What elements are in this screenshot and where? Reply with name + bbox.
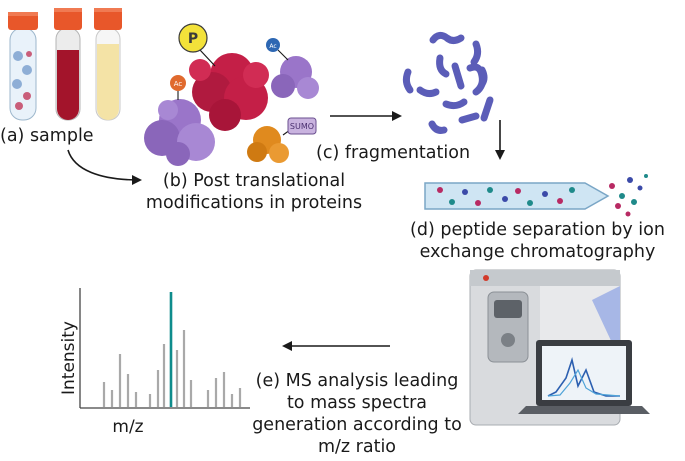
step-b-line2: modifications in proteins: [145, 193, 363, 213]
arrow-sample-to-ptm: [67, 149, 142, 185]
phospho-tag-label: P: [188, 31, 198, 47]
acetyl-tag-small-icon: [266, 38, 280, 52]
step-e-line2: to mass spectra: [286, 393, 428, 413]
step-b-label: (b) Post translational modifications in …: [140, 170, 368, 214]
step-e-label: (e) MS analysis leading to mass spectra …: [232, 370, 482, 458]
purple-protein-large-icon: [144, 99, 215, 166]
mass-spectrum-icon: [79, 288, 250, 409]
step-d-label: (d) peptide separation by ion exchange c…: [390, 219, 685, 263]
blood-sample-tube-icon: [54, 8, 82, 121]
sumo-tag-icon: [287, 117, 317, 135]
chromatography-column-icon: [424, 174, 648, 217]
spectrum-x-label: m/z: [112, 417, 143, 437]
peptide-fragments-icon: [402, 31, 494, 134]
spectrum-y-label: Intensity: [59, 321, 79, 395]
mass-spectrometer-icon: [469, 269, 650, 426]
orange-protein-icon: [247, 126, 289, 163]
modified-proteins-icon: [144, 23, 319, 166]
cell-sample-tube-icon: [8, 12, 38, 121]
step-e-line1: (e) MS analysis leading: [255, 371, 459, 391]
acetyl-tag-left-icon: [170, 75, 186, 91]
acetyl-tag-small-label: Ac: [269, 43, 276, 50]
acetyl-tag-left-label: Ac: [174, 80, 183, 88]
sample-tubes-icon: [8, 8, 122, 121]
step-d-line2: exchange chromatography: [419, 242, 656, 262]
sumo-tag-label: SUMO: [290, 122, 314, 131]
step-c-label: (c) fragmentation: [316, 143, 471, 163]
plasma-sample-tube-icon: [94, 8, 122, 121]
step-a-label: (a) sample: [0, 126, 94, 146]
phospho-tag-icon: [178, 23, 208, 53]
red-protein-icon: [189, 53, 269, 131]
laptop-icon: [518, 340, 650, 414]
step-e-line3: generation according to: [252, 415, 462, 435]
step-b-line1: (b) Post translational: [162, 171, 346, 191]
purple-protein-small-icon: [271, 56, 319, 99]
step-e-line4: m/z ratio: [317, 437, 397, 457]
step-d-line1: (d) peptide separation by ion: [410, 220, 665, 240]
